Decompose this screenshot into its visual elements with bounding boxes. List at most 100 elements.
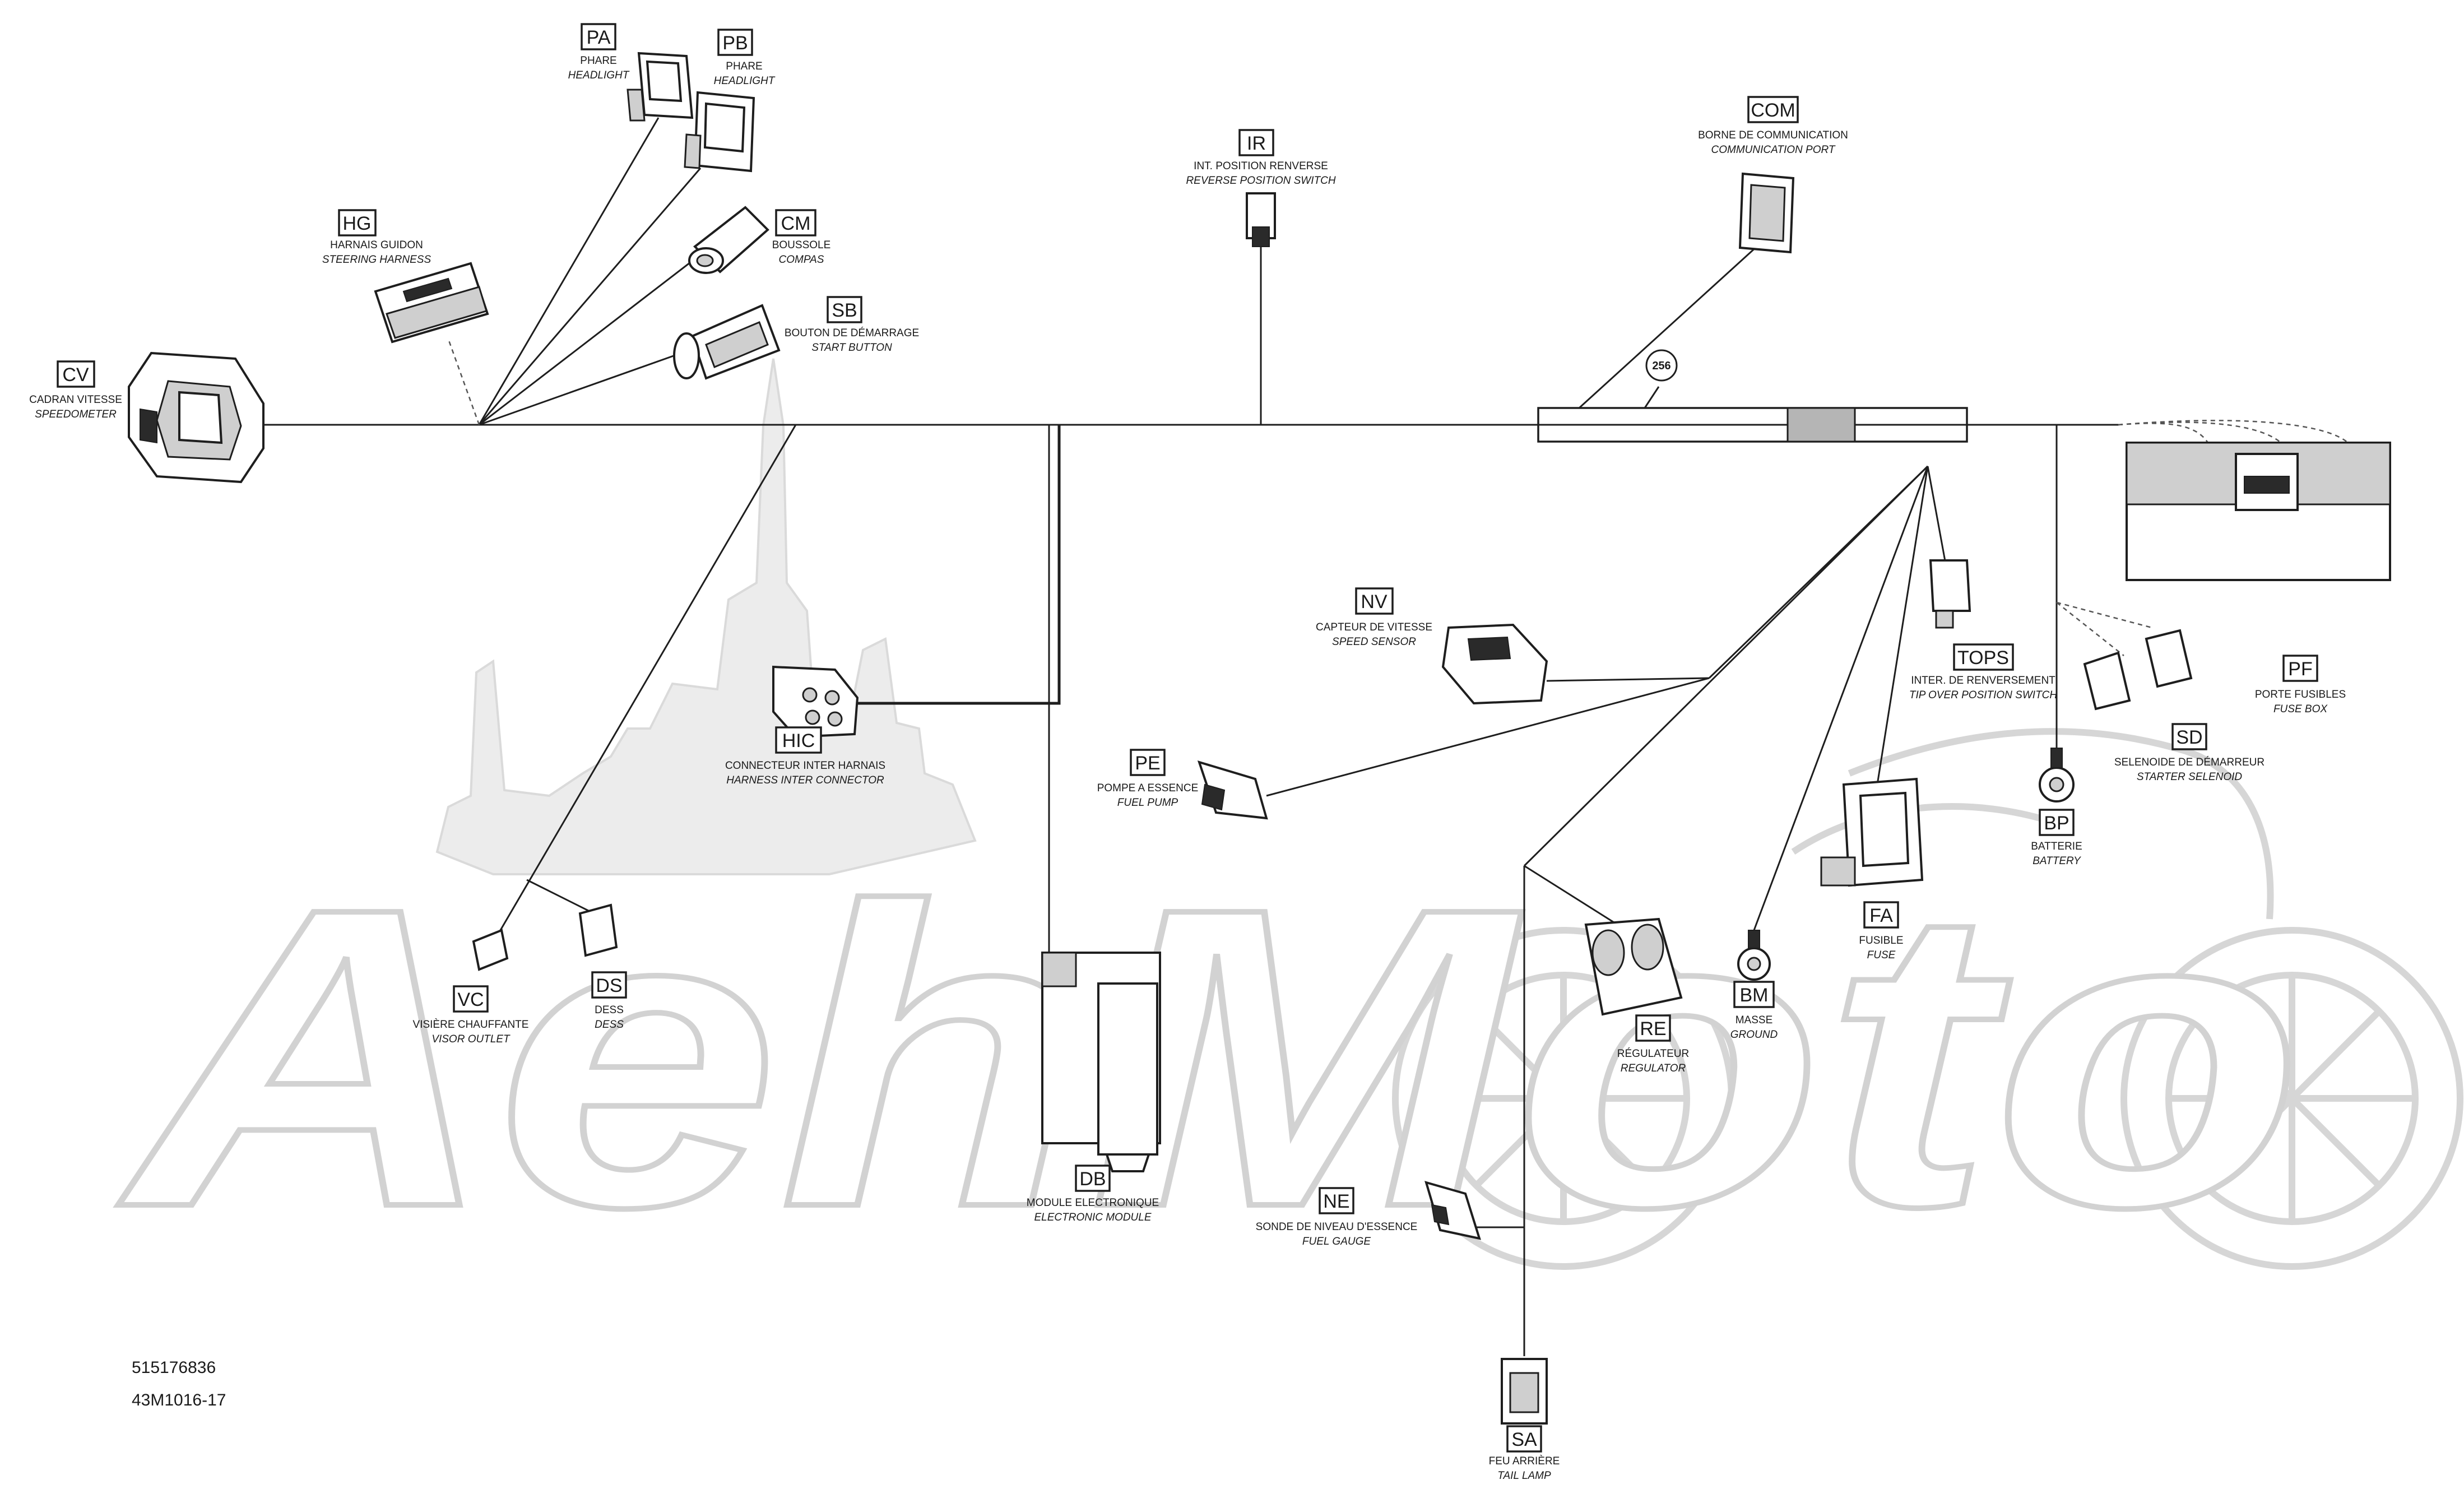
connector-graphics [128, 52, 2391, 1425]
label-fr-CM: BOUSSOLE [772, 239, 831, 251]
label-en-PA: HEADLIGHT [568, 69, 630, 81]
watermark-spire [435, 358, 977, 875]
tail-lamp-connector-icon [1501, 1358, 1548, 1425]
dashed-to-SD-b [2056, 601, 2152, 629]
label-IR: IR INT. POSITION RENVERSE REVERSE POSITI… [1186, 129, 1336, 187]
ground-terminal-icon [1737, 930, 1771, 981]
label-fr-SD: SELENOIDE DE DÉMARREUR [2114, 757, 2265, 768]
harness-wires [263, 117, 2349, 1356]
label-PA: PA PHARE HEADLIGHT [568, 23, 630, 81]
dashed-fusebox-1 [2118, 423, 2209, 443]
code-PF: PF [2288, 658, 2312, 680]
fuel-gauge-connector-icon [1424, 1181, 1481, 1240]
dashed-fusebox-3 [2118, 420, 2349, 443]
label-fr-IR: INT. POSITION RENVERSE [1194, 160, 1328, 172]
label-fr-VC: VISIÈRE CHAUFFANTE [413, 1019, 529, 1031]
code-box-DS [591, 971, 627, 999]
label-PF: PF PORTE FUSIBLES FUSE BOX [2255, 655, 2346, 715]
code-PE: PE [1135, 753, 1160, 774]
dashed-to-SD-a [2056, 602, 2124, 656]
label-DS: DS DESS DESS [591, 971, 627, 1031]
label-FA: FA FUSIBLE FUSE [1859, 901, 1904, 961]
label-en-VC: VISOR OUTLET [431, 1033, 511, 1045]
code-CM: CM [781, 213, 811, 234]
ref-badge-circle [1645, 349, 1678, 382]
label-HIC: HIC CONNECTEUR INTER HARNAIS HARNESS INT… [725, 726, 885, 786]
watermark-rear-wheel [2120, 927, 2463, 1270]
label-DB: DB MODULE ELECTRONIQUE ELECTRONIC MODULE [1027, 1165, 1159, 1223]
label-SA: SA FEU ARRIÈRE TAIL LAMP [1489, 1425, 1560, 1482]
label-fr-DB: MODULE ELECTRONIQUE [1027, 1197, 1159, 1209]
label-en-SA: TAIL LAMP [1497, 1470, 1551, 1482]
label-PB: PB PHARE HEADLIGHT [714, 29, 776, 87]
drawing-number: 43M1016-17 [132, 1391, 226, 1409]
label-BM: BM MASSE GROUND [1730, 981, 1778, 1041]
code-VC: VC [457, 989, 484, 1010]
label-NE: NE SONDE DE NIVEAU D'ESSENCE FUEL GAUGE [1256, 1187, 1418, 1247]
label-fr-CV: CADRAN VITESSE [29, 394, 122, 406]
code-box-HG [338, 209, 377, 236]
code-SB: SB [832, 300, 857, 321]
visor-outlet-connector-icon [472, 929, 509, 971]
headlight-a-connector-icon [627, 52, 694, 122]
code-box-FA [1863, 901, 1899, 929]
code-box-VC [453, 985, 489, 1013]
label-fr-TOPS: INTER. DE RENVERSEMENT [1911, 675, 2055, 686]
label-fr-NE: SONDE DE NIVEAU D'ESSENCE [1256, 1221, 1418, 1233]
code-NE: NE [1323, 1191, 1349, 1212]
speed-sensor-connector-icon [1441, 623, 1548, 705]
watermark-rear-spokes [2169, 975, 2415, 1222]
label-en-PE: FUEL PUMP [1117, 797, 1178, 809]
code-DB: DB [1079, 1168, 1106, 1190]
label-fr-PB: PHARE [726, 61, 762, 72]
label-fr-PF: PORTE FUSIBLES [2255, 689, 2346, 701]
code-TOPS: TOPS [1957, 647, 2009, 669]
label-fr-SB: BOUTON DE DÉMARRAGE [785, 327, 919, 339]
code-RE: RE [1640, 1018, 1666, 1040]
steering-harness-connector-icon [374, 262, 489, 344]
fuse-box-connector-icon [2126, 442, 2391, 581]
dess-connector-icon [578, 903, 618, 957]
label-fr-PA: PHARE [580, 55, 616, 67]
code-HIC: HIC [782, 730, 815, 752]
code-box-COM [1747, 96, 1799, 123]
code-box-TOPS [1953, 643, 2014, 671]
label-fr-COM: BORNE DE COMMUNICATION [1698, 129, 1848, 141]
label-en-TOPS: TIP OVER POSITION SWITCH [1909, 689, 2058, 701]
dashed-to-HG [447, 338, 480, 425]
code-box-PF [2282, 655, 2318, 682]
code-box-PE [1130, 749, 1166, 776]
label-fr-PE: POMPE A ESSENCE [1097, 782, 1199, 794]
code-box-SA [1506, 1425, 1542, 1453]
label-fr-FA: FUSIBLE [1859, 935, 1903, 947]
label-VC: VC VISIÈRE CHAUFFANTE VISOR OUTLET [413, 985, 529, 1045]
sleeve-tape-wrap [1786, 407, 1856, 443]
label-en-NE: FUEL GAUGE [1302, 1236, 1371, 1247]
code-box-CM [775, 209, 816, 236]
code-box-HIC [775, 726, 822, 754]
label-en-CM: COMPAS [779, 254, 824, 266]
code-box-SB [827, 296, 862, 323]
label-en-HG: STEERING HARNESS [322, 254, 431, 266]
watermark-motorcycle-frame [1791, 728, 2274, 920]
fuel-pump-connector-icon [1197, 760, 1268, 820]
label-CV: CV CADRAN VITESSE SPEEDOMETER [29, 360, 122, 420]
label-en-FA: FUSE [1867, 949, 1896, 961]
code-COM: COM [1751, 100, 1795, 121]
wire-to-DS [526, 879, 595, 915]
label-fr-BP: BATTERIE [2031, 841, 2082, 852]
label-en-BM: GROUND [1730, 1029, 1778, 1041]
label-HG: HG HARNAIS GUIDON STEERING HARNESS [322, 209, 431, 266]
wire-to-PA [478, 117, 660, 425]
label-fr-NV: CAPTEUR DE VITESSE [1316, 621, 1432, 633]
code-FA: FA [1869, 905, 1893, 926]
label-fr-DS: DESS [595, 1004, 624, 1016]
label-BP: BP BATTERIE BATTERY [2031, 809, 2082, 867]
code-SA: SA [1511, 1429, 1537, 1450]
code-SD: SD [2176, 727, 2202, 748]
label-en-PF: FUSE BOX [2273, 703, 2328, 715]
wire-to-PE [1266, 677, 1710, 797]
label-en-NV: SPEED SENSOR [1332, 636, 1416, 648]
wire-to-VC [498, 424, 797, 934]
